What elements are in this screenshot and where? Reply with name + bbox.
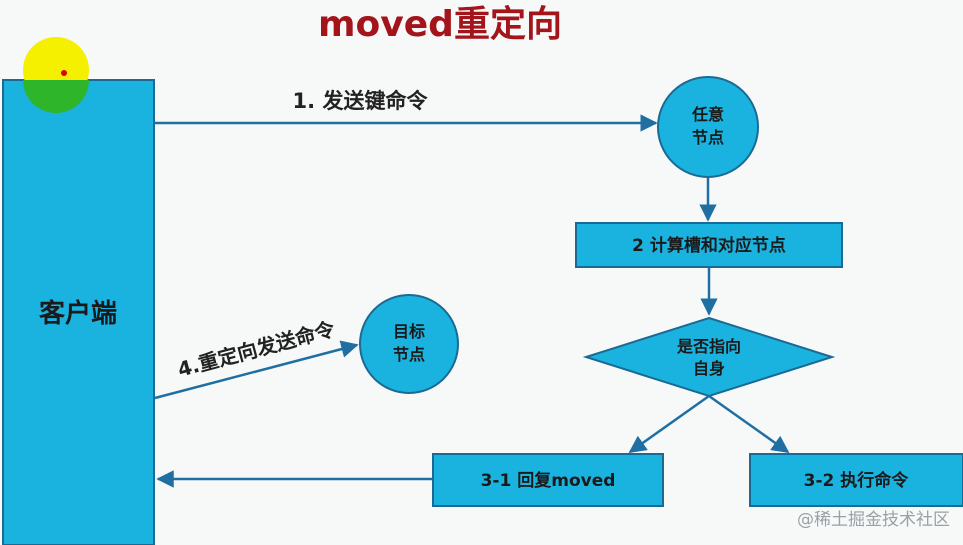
client-label: 客户端 [39,298,117,329]
compute-box [575,222,843,268]
any-node-label-line1: 任意 [691,105,724,124]
execute-box [749,453,963,507]
cursor-inner-icon [23,80,89,113]
reply-moved-box [432,453,664,507]
decision-label-line2: 自身 [693,359,725,378]
target-node-label-line2: 节点 [393,345,425,364]
client-box [2,79,155,545]
target-node-label-line1: 目标 [393,322,425,341]
cursor-dot-icon [61,70,67,76]
compute-label: 2 计算槽和对应节点 [632,235,786,256]
decision-label-line1: 是否指向 [676,337,741,356]
execute-label: 3-2 执行命令 [804,470,910,491]
target-node-circle [359,294,459,394]
edge-send-key-label: 1. 发送键命令 [293,89,429,113]
edge-redirect-send [154,340,359,400]
watermark-text: @稀土掘金技术社区 [797,510,950,530]
decision-diamond [582,316,836,398]
edge-to-execute [708,394,790,454]
page-title: moved重定向 [318,4,562,45]
any-node-label-line2: 节点 [692,128,724,147]
any-node-circle [657,76,759,178]
reply-moved-label: 3-1 回复moved [481,470,616,491]
edge-to-reply-moved [628,394,710,454]
